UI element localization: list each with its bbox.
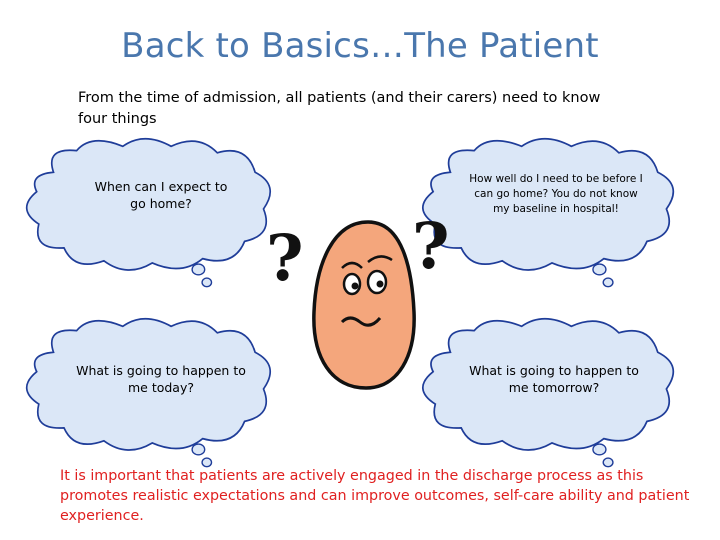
cloud-top-left-text: When can I expect to go home?: [94, 179, 228, 211]
worried-face-icon: [312, 220, 416, 390]
footer-note: It is important that patients are active…: [60, 468, 690, 524]
question-mark-icon: ?: [412, 209, 450, 284]
cloud-bottom-right-text: What is going to happen to me tomorrow?: [469, 363, 639, 395]
question-mark-icon: ?: [266, 221, 304, 296]
cloud-bottom-left-text: What is going to happen to me today?: [76, 363, 246, 395]
intro-text: From the time of admission, all patients…: [78, 90, 601, 127]
slide-title: Back to Basics…The Patient: [121, 26, 599, 66]
thought-cloud-icon: [25, 137, 272, 288]
cloud-top-right-text: How well do I need to be before I can go…: [469, 173, 643, 215]
